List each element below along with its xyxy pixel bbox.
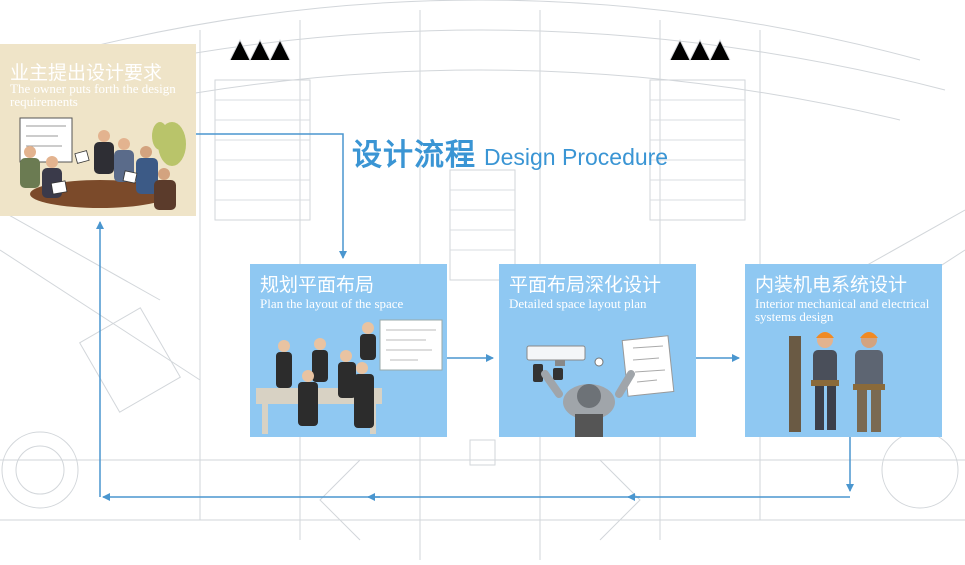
title-english: Design Procedure — [484, 144, 669, 170]
step-detailed-layout: 平面布局深化设计 Detailed space layout plan — [499, 264, 696, 437]
step-title-cn: 业主提出设计要求 — [10, 62, 163, 84]
title-chinese: 设计流程 — [352, 138, 476, 173]
workers-illustration-icon — [789, 332, 885, 432]
step-plan-layout: 规划平面布局 Plan the layout of the space — [250, 264, 447, 437]
step-owner-requirements: 业主提出设计要求 The owner puts forth the design… — [0, 44, 196, 216]
step-title-en: Plan the layout of the space — [260, 296, 404, 311]
meeting-illustration-icon — [19, 117, 186, 210]
step-title-en: The owner puts forth the design requirem… — [10, 81, 176, 109]
step-title-cn: 内装机电系统设计 — [755, 274, 908, 296]
step-title-cn: 规划平面布局 — [260, 274, 375, 296]
step-title-cn: 平面布局深化设计 — [509, 274, 662, 296]
diagram-title: 设计流程 Design Procedure — [352, 130, 668, 174]
step-title-en: Detailed space layout plan — [509, 296, 647, 311]
designer-desk-illustration-icon — [526, 335, 675, 437]
presentation-illustration-icon — [256, 319, 443, 434]
step-title-en: Interior mechanical and electrical syste… — [755, 296, 930, 324]
step-mep-design: 内装机电系统设计 Interior mechanical and electri… — [745, 264, 942, 437]
